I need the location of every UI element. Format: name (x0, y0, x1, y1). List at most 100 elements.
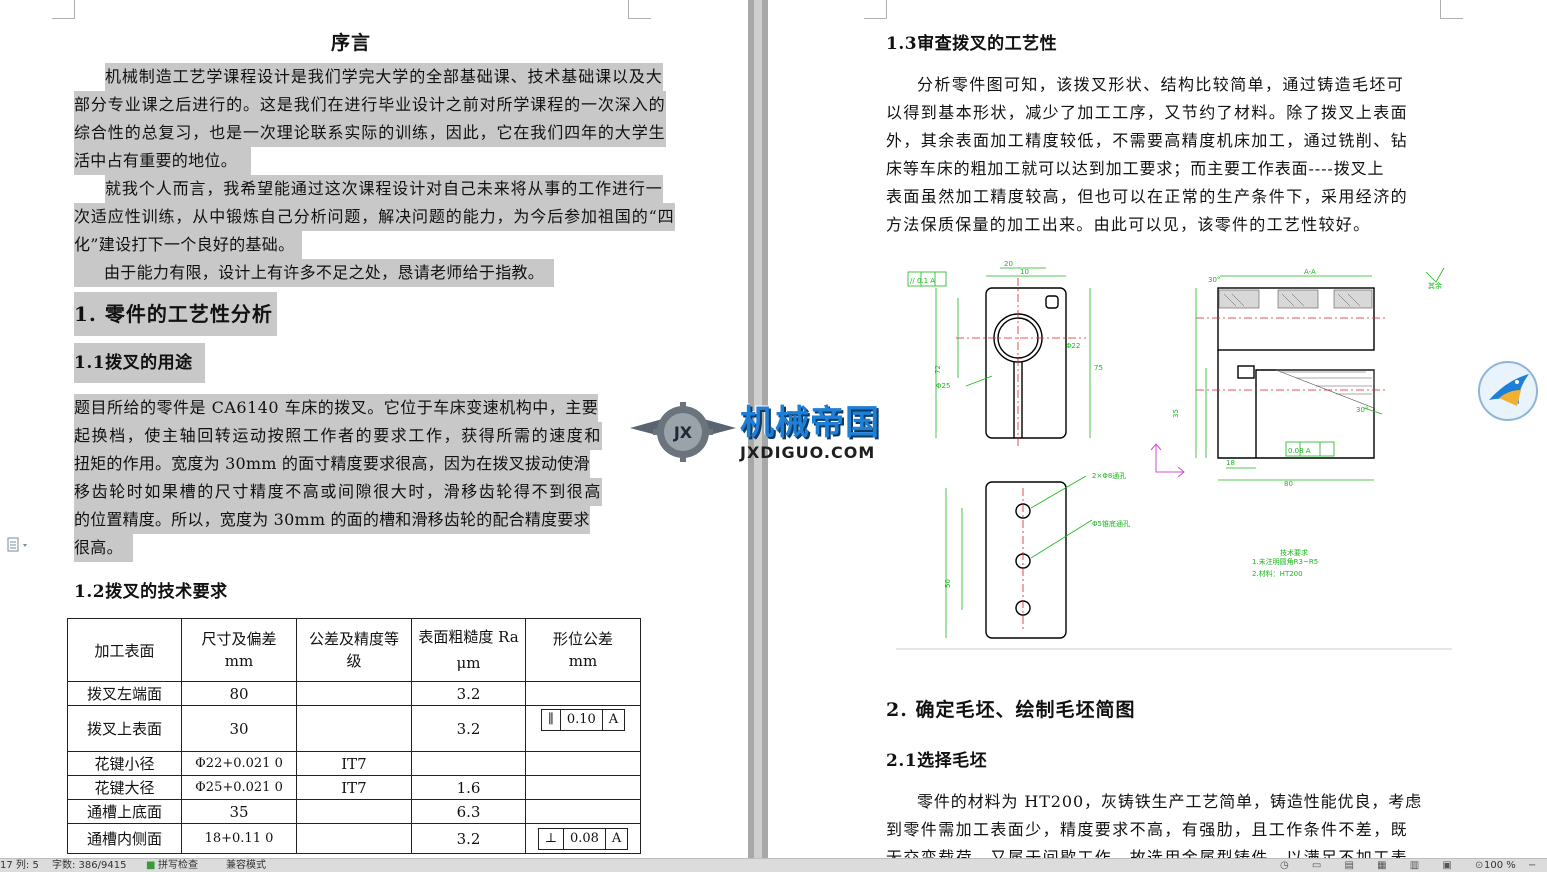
svg-text:Φ25: Φ25 (936, 382, 950, 390)
svg-text:18: 18 (1226, 459, 1235, 467)
table-cell (525, 799, 641, 824)
table-cell: IT7 (296, 751, 412, 776)
preface-line: 机械制造工艺学课程设计是我们学完大学的全部基础课、技术基础课以及大 (105, 63, 663, 91)
analysis-line: 外，其余表面加工精度较低，不需要高精度机床加工，通过铣削、钻 (886, 131, 1409, 150)
table-cell: ⊥ 0.08 A (525, 823, 641, 854)
table-header-cell: 尺寸及偏差 mm (181, 618, 297, 682)
site-watermark-logo: JX 机械帝国 JXDIGUO.COM (628, 400, 920, 470)
analysis-line: 分析零件图可知，该拨叉形状、结构比较简单，通过铸造毛坯可 (917, 75, 1405, 94)
table-cell: 1.6 (411, 775, 526, 800)
compatibility-mode: 兼容模式 (226, 860, 266, 871)
tolerance-frame-parallel: ∥ 0.10 A (540, 709, 626, 731)
table-row: 花键大径 Φ25+0.021 0 IT7 1.6 (67, 775, 641, 800)
tolerance-frame-perpendicular: ⊥ 0.08 A (537, 827, 629, 850)
status-bar: 17 列: 5 字数: 386/9415 ■ 拼写检查 兼容模式 ◷ ▭ ▤ ▦… (0, 858, 1547, 872)
table-row: 通槽上底面 35 6.3 (67, 799, 641, 824)
datum-label: A (611, 830, 622, 846)
tech-requirements-table: 加工表面 尺寸及偏差 mm 公差及精度等 级 表面粗糙度 Ra μm 形位公差 … (67, 618, 641, 854)
svg-text:72: 72 (934, 365, 942, 374)
table-header-cell: 形位公差 mm (525, 618, 641, 682)
blank-line: 到零件需加工表面少，精度要求不高，有强肋，且工作条件不差，既 (886, 820, 1409, 839)
document-page-right[interactable]: 1.3审查拨叉的工艺性 分析零件图可知，该拨叉形状、结构比较简单，通过铸造毛坯可… (768, 0, 1547, 858)
table-cell (525, 681, 641, 706)
datum-label: A (608, 712, 619, 727)
svg-text:35: 35 (1172, 409, 1180, 418)
word-count[interactable]: 字数: 386/9415 (52, 860, 127, 871)
table-cell: 18+0.11 0 (181, 823, 297, 854)
section-heading-1-2: 1.2拨叉的技术要求 (74, 582, 228, 602)
document-outline-icon[interactable] (6, 537, 34, 553)
table-cell: 30 (181, 705, 297, 752)
document-page-left[interactable]: 序言 机械制造工艺学课程设计是我们学完大学的全部基础课、技术基础课以及大 部分专… (0, 0, 748, 858)
svg-text:0.08 A: 0.08 A (1288, 447, 1311, 455)
view-mode-icons[interactable]: ◷ ▭ ▤ ▦ ▥ ▣ ⊙ (1280, 860, 1494, 871)
usage-line: 扭矩的作用。宽度为 30mm 的面寸精度要求很高，因为在拨叉拔动使滑 (74, 450, 590, 478)
table-cell: Φ22+0.021 0 (181, 751, 297, 776)
zoom-level[interactable]: 100 % (1484, 860, 1516, 871)
usage-line: 移齿轮时如果槽的尺寸精度不高或间隙很大时，滑移齿轮得不到很高 (74, 478, 603, 506)
table-cell (525, 751, 641, 776)
table-cell (525, 775, 641, 800)
svg-text:50: 50 (944, 579, 952, 588)
assistant-bird-icon[interactable] (1477, 360, 1539, 422)
table-cell (296, 681, 412, 706)
gear-wings-icon: JX (630, 402, 736, 462)
table-cell: 80 (181, 681, 297, 706)
tolerance-value: 0.10 (561, 710, 603, 730)
margin-corner-mark (1440, 0, 1463, 19)
parallelism-symbol-icon: ∥ (542, 710, 561, 730)
margin-corner-mark (864, 0, 887, 19)
svg-text:20: 20 (1004, 260, 1013, 268)
table-cell: 花键小径 (67, 751, 182, 776)
table-row: 花键小径 Φ22+0.021 0 IT7 (67, 751, 641, 776)
section-label: A-A (1304, 268, 1316, 276)
blank-line: 无交变载荷，又属于间歇工作，故选用金属型铸件，以满足不加工表 (886, 848, 1409, 858)
table-header-cell: 加工表面 (67, 618, 182, 682)
table-cell: 35 (181, 799, 297, 824)
preface-line: 次适应性训练，从中锻炼自己分析问题，解决问题的能力，为今后参加祖国的“四 (74, 203, 675, 231)
zoom-out-icon[interactable]: − (1528, 860, 1537, 871)
section-heading-2: 2. 确定毛坯、绘制毛坯简图 (886, 699, 1136, 721)
preface-line: 活中占有重要的地位。 (74, 147, 252, 175)
watermark-domain-text: JXDIGUO.COM (740, 443, 876, 462)
table-row: 拨叉左端面 80 3.2 (67, 681, 641, 706)
svg-text:80: 80 (1284, 480, 1293, 488)
logo-badge-text: JX (673, 423, 693, 442)
table-row: 通槽内侧面 18+0.11 0 3.2 ⊥ 0.08 A (67, 823, 641, 854)
margin-corner-mark (52, 0, 75, 19)
preface-line: 化”建设打下一个良好的基础。 (74, 231, 303, 259)
analysis-line: 表面虽然加工精度较高，但也可以在正常的生产条件下，采用经济的 (886, 187, 1409, 206)
section-heading-1-1: 1.1拨叉的用途 (74, 343, 205, 383)
table-cell: 拨叉上表面 (67, 705, 182, 752)
table-header-cell: 公差及精度等 级 (296, 618, 412, 682)
page-gutter (748, 0, 768, 858)
usage-line: 题目所给的零件是 CA6140 车床的拨叉。它位于车床变速机构中，主要 (74, 394, 599, 422)
table-cell (296, 823, 412, 854)
svg-text:30°: 30° (1208, 276, 1220, 284)
analysis-line: 方法保质保量的加工出来。由此可以见，该零件的工艺性较好。 (886, 215, 1371, 234)
table-cell: 3.2 (411, 681, 526, 706)
usage-line: 很高。 (74, 534, 133, 562)
table-header-cell: 表面粗糙度 Ra μm (411, 618, 526, 682)
table-cell: Φ25+0.021 0 (181, 775, 297, 800)
spell-check-icon[interactable]: ■ (146, 860, 156, 871)
table-cell: 通槽内侧面 (67, 823, 182, 854)
table-cell: 3.2 (411, 823, 526, 854)
table-cell (296, 705, 412, 752)
note-line: 1.未注明圆角R3~R5 (1252, 557, 1318, 566)
perpendicularity-symbol-icon: ⊥ (539, 828, 564, 849)
svg-text:Φ5锥底通孔: Φ5锥底通孔 (1092, 519, 1130, 528)
table-header-row: 加工表面 尺寸及偏差 mm 公差及精度等 级 表面粗糙度 Ra μm 形位公差 … (67, 618, 641, 682)
preface-line: 部分专业课之后进行的。这是我们在进行毕业设计之前对所学课程的一次深入的 (74, 91, 666, 119)
table-cell: ∥ 0.10 A (525, 705, 641, 752)
analysis-line: 以得到基本形状，减少了加工工序，又节约了材料。除了拨叉上表面 (886, 103, 1409, 122)
preface-line: 就我个人而言，我希望能通过这次课程设计对自己未来将从事的工作进行一 (105, 175, 663, 203)
section-heading-1: 1. 零件的工艺性分析 (74, 292, 277, 336)
tolerance-value: 0.08 (564, 828, 606, 849)
usage-line: 起换档，使主轴回转运动按照工作者的要求工作，获得所需的速度和 (74, 422, 603, 450)
spell-check-toggle[interactable]: 拼写检查 (158, 860, 198, 871)
cursor-position[interactable]: 17 列: 5 (0, 860, 39, 871)
svg-text:30°: 30° (1356, 406, 1368, 414)
table-cell: IT7 (296, 775, 412, 800)
